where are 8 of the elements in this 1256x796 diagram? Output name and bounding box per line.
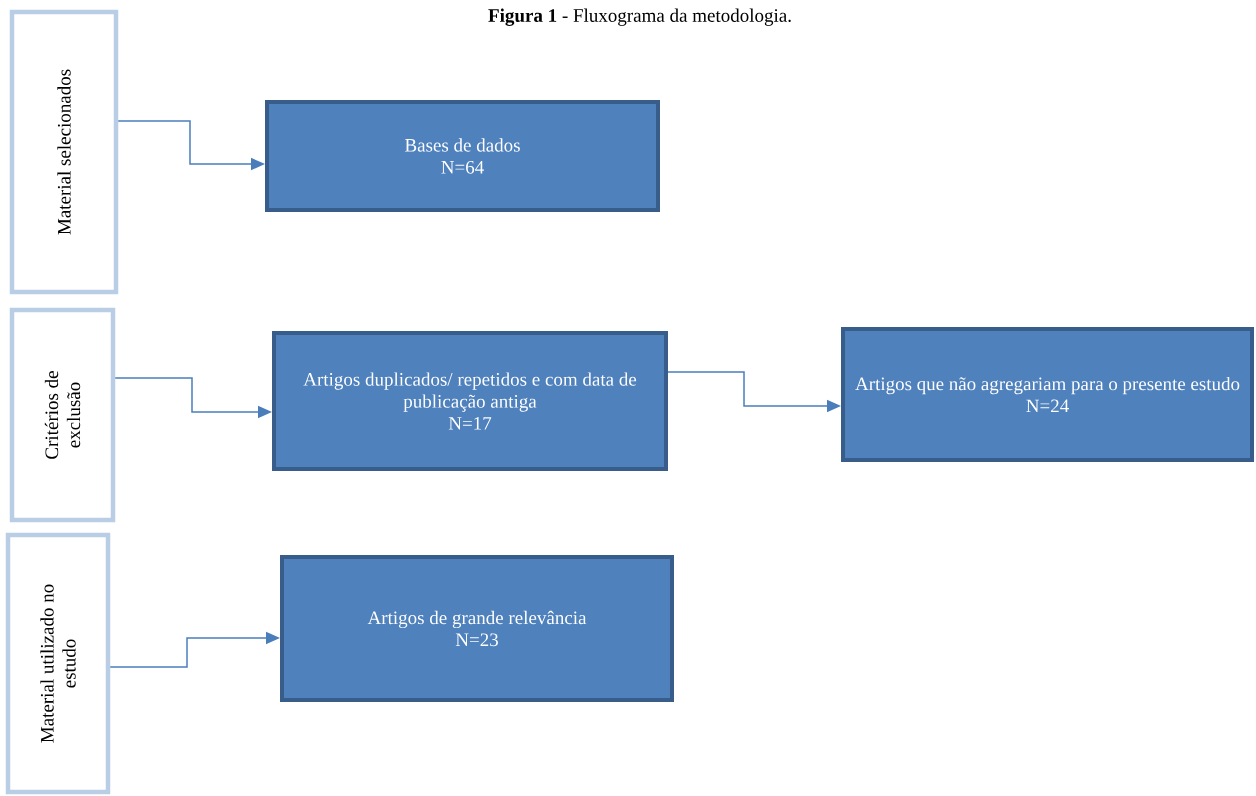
process-box: Artigos duplicados/ repetidos e com data de publicação antiga N=17 xyxy=(272,331,668,471)
process-box: Bases de dados N=64 xyxy=(265,100,660,212)
side-panel: Critérios de exclusão xyxy=(9,307,116,523)
process-box: Artigos de grande relevância N=23 xyxy=(280,555,674,702)
side-panel: Material selecionados xyxy=(9,9,119,295)
figure-title: Figura 1 - Fluxograma da metodologia. xyxy=(488,8,791,26)
process-box: Artigos que não agregariam para o presente estudo N=24 xyxy=(841,327,1254,462)
side-panel: Material utilizado no estudo xyxy=(5,532,111,795)
